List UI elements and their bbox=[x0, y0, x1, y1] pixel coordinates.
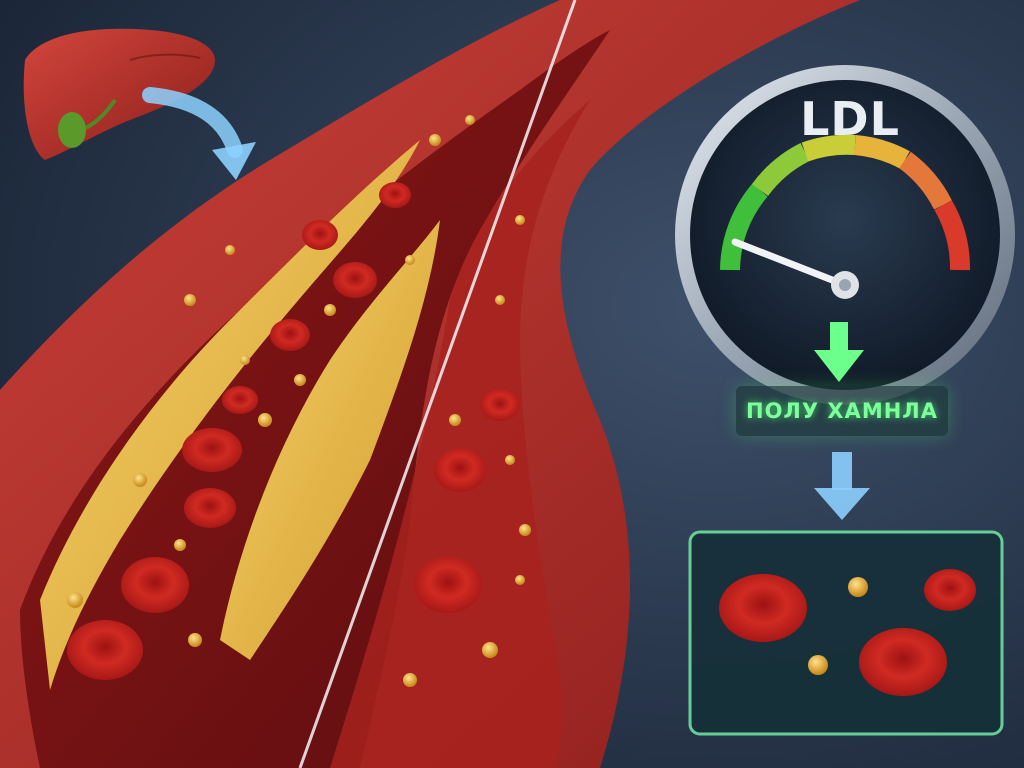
healthy-blood-panel bbox=[688, 530, 1004, 736]
ldl-gauge bbox=[675, 65, 1015, 405]
gauge-title: LDL bbox=[800, 92, 900, 146]
blood-cells-left bbox=[67, 182, 411, 680]
down-arrow-icon bbox=[814, 322, 864, 382]
down-arrow-icon bbox=[814, 452, 870, 520]
plaque-deposit-inner bbox=[220, 220, 440, 660]
clean-artery-lumen bbox=[330, 100, 590, 768]
ldl-particles bbox=[67, 115, 531, 687]
divider-line bbox=[298, 0, 577, 768]
arrow-icon bbox=[142, 87, 256, 180]
reading-label-box: ПОЛУ ХАМНЛА bbox=[736, 386, 948, 436]
reading-label: ПОЛУ ХАМНЛА bbox=[746, 399, 938, 423]
blood-cells-right bbox=[414, 389, 520, 613]
liver-icon bbox=[23, 28, 215, 160]
